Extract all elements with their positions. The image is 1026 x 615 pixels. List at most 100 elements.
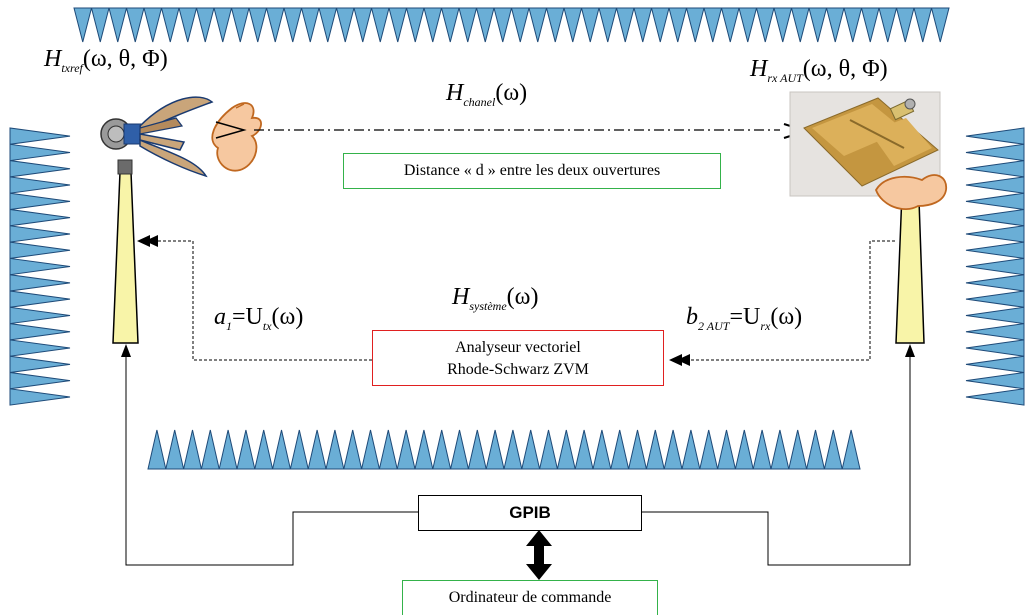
absorber-cone	[774, 8, 792, 42]
absorber-cone	[547, 8, 565, 42]
absorber-cone	[319, 8, 337, 42]
absorber-cone	[827, 8, 845, 42]
absorber-cone	[74, 8, 92, 42]
absorber-cone	[10, 373, 70, 389]
absorber-cone	[344, 430, 362, 469]
absorber-cone	[522, 430, 540, 469]
absorber-cone	[326, 430, 344, 469]
absorber-cone	[442, 8, 460, 42]
absorber-cone	[166, 430, 184, 469]
absorber-cone	[494, 8, 512, 42]
absorber-cone	[337, 8, 355, 42]
absorber-cone	[10, 128, 70, 144]
absorber-cone	[966, 324, 1024, 340]
absorber-cone	[966, 242, 1024, 258]
absorber-cone	[302, 8, 320, 42]
absorber-cone	[162, 8, 180, 42]
absorber-cone	[237, 430, 255, 469]
b2aut-urx-label: b2 AUT=Urx(ω)	[686, 304, 802, 334]
absorber-cone	[966, 210, 1024, 226]
rx-signal-path	[690, 241, 895, 360]
distance-label-box: Distance « d » entre les deux ouvertures	[343, 153, 721, 189]
absorber-cone	[424, 8, 442, 42]
tx-signal-path	[158, 241, 372, 360]
tx-arrowhead	[137, 235, 158, 247]
absorber-cone	[148, 430, 166, 469]
h-txref-label: Htxref(ω, θ, Φ)	[44, 46, 168, 76]
absorber-cone	[718, 430, 736, 469]
absorber-cone	[219, 430, 237, 469]
absorber-cone	[504, 430, 522, 469]
gpib-computer-link-arrow	[526, 530, 552, 580]
absorber-cone	[879, 8, 897, 42]
absorber-cone	[862, 8, 880, 42]
vna-label-line2: Rhode-Schwarz ZVM	[373, 359, 663, 381]
absorber-cone	[127, 8, 145, 42]
absorber-cone	[557, 430, 575, 469]
absorber-cone	[540, 430, 558, 469]
h-chanel-label: Hchanel(ω)	[446, 80, 527, 110]
h-systeme-label: Hsystème(ω)	[452, 284, 538, 314]
top-absorber-wall	[74, 8, 949, 42]
gpib-box: GPIB	[418, 495, 642, 531]
absorber-cone	[842, 430, 860, 469]
absorber-cone	[914, 8, 932, 42]
right-polarization-hand-icon	[876, 175, 946, 209]
absorber-cone	[10, 324, 70, 340]
absorber-cone	[932, 8, 950, 42]
absorber-cone	[273, 430, 291, 469]
absorber-cone	[10, 161, 70, 177]
absorber-cone	[966, 258, 1024, 274]
absorber-cone	[486, 430, 504, 469]
absorber-cone	[966, 177, 1024, 193]
control-computer-box: Ordinateur de commande	[402, 580, 658, 615]
absorber-cone	[629, 430, 647, 469]
absorber-cone	[10, 242, 70, 258]
absorber-cone	[593, 430, 611, 469]
absorber-cone	[397, 430, 415, 469]
absorber-cone	[646, 430, 664, 469]
absorber-cone	[109, 8, 127, 42]
absorber-cone	[792, 8, 810, 42]
absorber-cone	[389, 8, 407, 42]
absorber-cone	[10, 258, 70, 274]
absorber-cone	[757, 8, 775, 42]
left-absorber-wall	[10, 128, 70, 405]
absorber-cone	[682, 430, 700, 469]
absorber-cone	[739, 8, 757, 42]
vna-label-line1: Analyseur vectoriel	[373, 337, 663, 359]
absorber-cone	[582, 8, 600, 42]
absorber-cone	[611, 430, 629, 469]
absorber-cone	[512, 8, 530, 42]
absorber-cone	[687, 8, 705, 42]
a1-utx-label: a1=Utx(ω)	[214, 304, 303, 334]
absorber-cone	[10, 307, 70, 323]
absorber-cone	[362, 430, 380, 469]
absorber-cone	[451, 430, 469, 469]
absorber-cone	[379, 430, 397, 469]
absorber-cone	[966, 275, 1024, 291]
absorber-cone	[664, 430, 682, 469]
absorber-cone	[214, 8, 232, 42]
absorber-cone	[10, 291, 70, 307]
absorber-cone	[10, 210, 70, 226]
absorber-cone	[255, 430, 273, 469]
absorber-cone	[617, 8, 635, 42]
right-absorber-wall	[966, 128, 1024, 405]
absorber-cone	[966, 161, 1024, 177]
absorber-cone	[966, 373, 1024, 389]
gpib-label: GPIB	[509, 503, 551, 522]
absorber-cone	[966, 307, 1024, 323]
vector-network-analyzer-box: Analyseur vectoriel Rhode-Schwarz ZVM	[372, 330, 664, 386]
bottom-absorber-wall	[148, 430, 860, 469]
absorber-cone	[232, 8, 250, 42]
absorber-cone	[10, 275, 70, 291]
absorber-cone	[564, 8, 582, 42]
absorber-cone	[459, 8, 477, 42]
absorber-cone	[433, 430, 451, 469]
absorber-cone	[669, 8, 687, 42]
absorber-cone	[966, 389, 1024, 405]
absorber-cone	[753, 430, 771, 469]
absorber-cone	[10, 177, 70, 193]
left-antenna-mast	[113, 172, 138, 343]
